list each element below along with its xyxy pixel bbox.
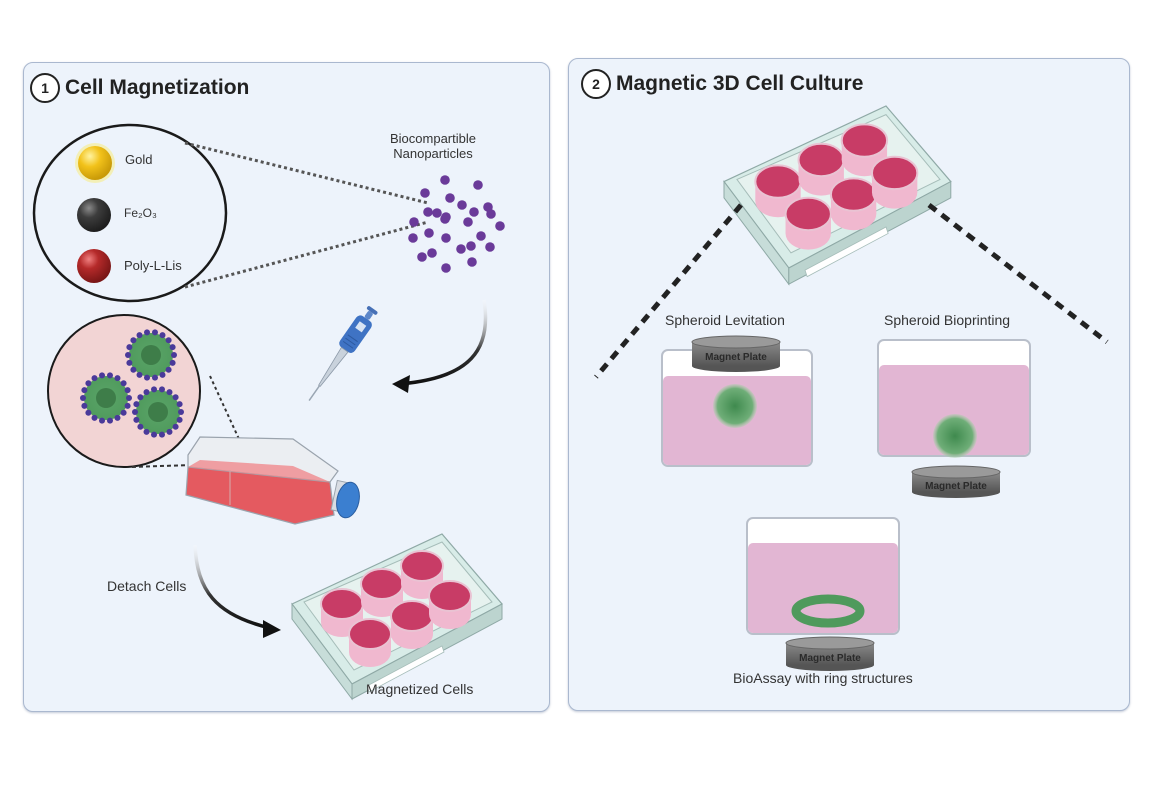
levitation-container: Magnet Plate [661, 335, 813, 467]
nanoparticle [466, 241, 476, 251]
spheroid-levitation-label: Spheroid Levitation [665, 312, 785, 328]
bioassay-ring-label: BioAssay with ring structures [733, 670, 913, 686]
nanoparticle [441, 233, 451, 243]
detach-cells-label: Detach Cells [107, 578, 187, 594]
nanoparticle [485, 242, 495, 252]
well [348, 618, 392, 667]
magnet-label: Magnet Plate [705, 352, 767, 363]
zoom-dashed-line [927, 203, 1109, 344]
well [784, 196, 832, 250]
arrow-head-icon [263, 620, 281, 638]
well [797, 142, 845, 196]
iron-oxide-particle-icon [77, 198, 111, 232]
cells-zoom-circle [47, 314, 251, 468]
material-label-gold: Gold [125, 152, 153, 167]
nanoparticle [476, 231, 486, 241]
nanoparticle [432, 208, 442, 218]
nanoparticle [440, 175, 450, 185]
arrow-head-icon [392, 375, 410, 393]
step-number-badge: 2 [581, 69, 611, 99]
panel-title-text: Magnetic 3D Cell Culture [616, 72, 864, 95]
nanoparticle [417, 252, 427, 262]
panel-title-text: Cell Magnetization [65, 76, 250, 99]
culture-flask-icon [185, 436, 360, 525]
zoom-dashed-line [594, 203, 743, 379]
magnetized-cell [125, 329, 177, 381]
nanoparticle [469, 207, 479, 217]
nanoparticle [424, 228, 434, 238]
magnet-plate: Magnet Plate [785, 636, 875, 671]
material-label-iron-oxide: Fe₂O₃ [124, 206, 157, 220]
well [360, 568, 404, 617]
nanoparticle [420, 188, 430, 198]
nanoparticle [457, 200, 467, 210]
nanoparticles-label-line1: Biocompartible [390, 131, 476, 146]
well [320, 588, 364, 637]
well [428, 580, 472, 629]
well [390, 600, 434, 649]
six-well-plate-icon [291, 533, 503, 701]
well [829, 177, 878, 231]
curved-arrow [399, 299, 488, 386]
detach-arrow [193, 544, 271, 630]
ring-bioassay-container: Magnet Plate [746, 517, 900, 671]
well [870, 155, 919, 209]
zoom-dotted-line [184, 220, 429, 289]
nanoparticle [440, 214, 450, 224]
nanoparticle [408, 233, 418, 243]
nanoparticle [441, 263, 451, 273]
spheroid [713, 384, 757, 428]
nanoparticle [463, 217, 473, 227]
nanoparticle [467, 257, 477, 267]
step-number-badge: 1 [30, 73, 60, 103]
ring-structure [791, 594, 865, 628]
nanoparticle [456, 244, 466, 254]
gold-particle-icon [78, 146, 112, 180]
magnetized-cells-label: Magnetized Cells [366, 681, 474, 697]
magnetized-cell [80, 372, 132, 424]
nanoparticle [427, 248, 437, 258]
nanoparticles-label-line2: Nanoparticles [393, 146, 473, 161]
panel-title: 1 Cell Magnetization [30, 73, 249, 103]
nanoparticle [495, 221, 505, 231]
nanoparticle [486, 209, 496, 219]
nanoparticles-label: Biocompartible Nanoparticles [378, 131, 488, 161]
pipette-icon [308, 306, 378, 401]
material-label-poly-l-lysine: Poly-L-Lis [124, 258, 182, 273]
nanoparticle [423, 207, 433, 217]
six-well-plate-icon [723, 105, 952, 286]
spheroid-bioprinting-label: Spheroid Bioprinting [884, 312, 1011, 328]
magnet-plate: Magnet Plate [691, 335, 781, 372]
nanoparticle-cluster [408, 175, 505, 273]
panel-title: 2 Magnetic 3D Cell Culture [581, 69, 863, 99]
nanoparticle [445, 193, 455, 203]
poly-l-lysine-particle-icon [77, 249, 111, 283]
magnet-label: Magnet Plate [799, 653, 861, 664]
flask-cap [336, 481, 360, 519]
spheroid [933, 414, 977, 458]
magnet-label: Magnet Plate [925, 481, 987, 492]
nanoparticle [473, 180, 483, 190]
materials-zoom-circle [32, 123, 429, 303]
magnet-plate: Magnet Plate [911, 465, 1001, 498]
bioprinting-container: Magnet Plate [877, 339, 1031, 498]
nanoparticle [409, 217, 419, 227]
magnetized-cell [132, 386, 184, 438]
